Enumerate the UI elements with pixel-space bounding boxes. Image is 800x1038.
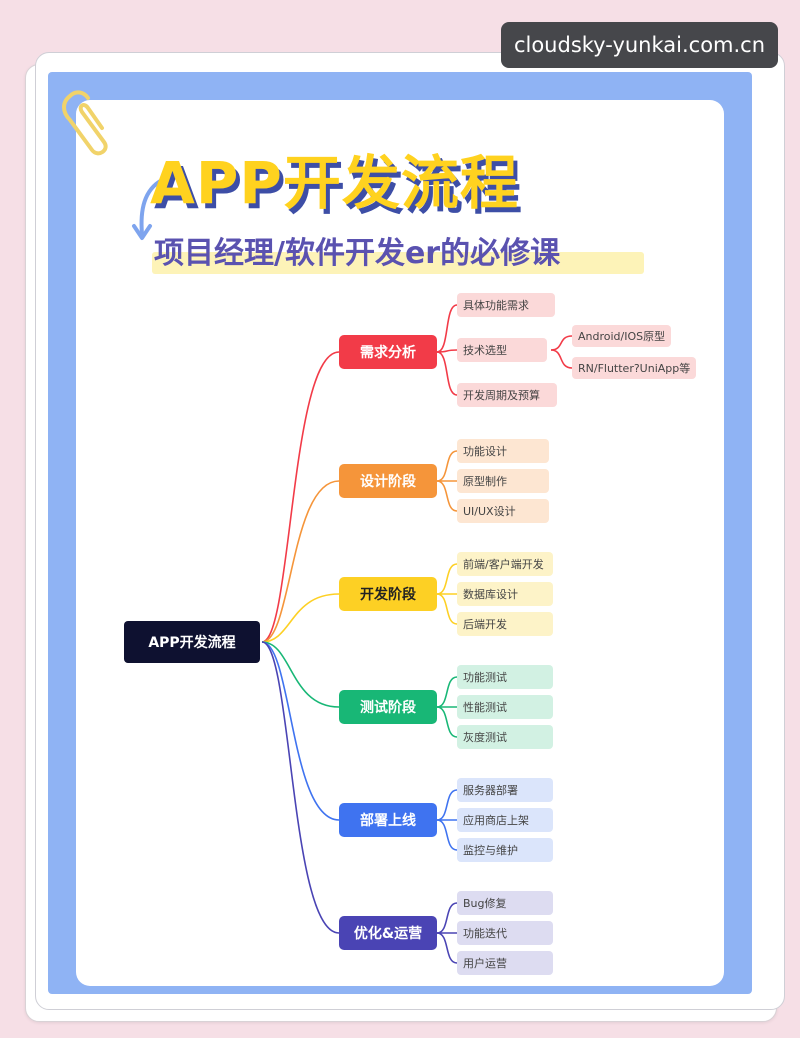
connector-line (261, 593, 340, 643)
leaf-development-1: 前端/客户端开发 (457, 552, 553, 576)
branch-design: 设计阶段 (339, 464, 437, 498)
watermark: cloudsky-yunkai.com.cn (501, 22, 778, 68)
leaf-deployment-2: 应用商店上架 (457, 808, 553, 832)
connector-line (436, 480, 458, 512)
leaf-development-2: 数据库设计 (457, 582, 553, 606)
leaf-testing-1: 功能测试 (457, 665, 553, 689)
leaf-operations-1: Bug修复 (457, 891, 553, 915)
branch-testing: 测试阶段 (339, 690, 437, 724)
connector-line (436, 450, 458, 482)
connector-line (436, 593, 458, 625)
connector-line (261, 641, 340, 821)
connector-line (550, 349, 573, 369)
curved-arrow-icon (132, 178, 164, 240)
connector-line (261, 641, 340, 708)
leaf-operations-3: 用户运营 (457, 951, 553, 975)
connector-line (261, 480, 340, 643)
tech-option-1: Android/IOS原型 (572, 325, 672, 347)
leaf-deployment-3: 监控与维护 (457, 838, 553, 862)
connector-line (550, 335, 573, 351)
branch-development: 开发阶段 (339, 577, 437, 611)
leaf-design-1: 功能设计 (457, 439, 549, 463)
connector-line (436, 706, 458, 738)
leaf-requirements-2: 技术选型 (457, 338, 547, 362)
connector-line (436, 676, 458, 708)
connector-line (261, 351, 340, 643)
leaf-operations-2: 功能迭代 (457, 921, 553, 945)
page-subtitle: 项目经理/软件开发er的必修课 (154, 236, 561, 271)
mindmap-root: APP开发流程 (124, 621, 260, 663)
leaf-requirements-3: 开发周期及预算 (457, 383, 557, 407)
subtitle-highlight (152, 252, 644, 274)
connector-line (436, 902, 458, 934)
leaf-testing-2: 性能测试 (457, 695, 553, 719)
branch-deployment: 部署上线 (339, 803, 437, 837)
leaf-deployment-1: 服务器部署 (457, 778, 553, 802)
connector-line (436, 789, 458, 821)
connector-line (261, 641, 340, 934)
connector-line (436, 351, 458, 396)
leaf-testing-3: 灰度测试 (457, 725, 553, 749)
connector-line (436, 819, 458, 851)
connector-line (436, 932, 458, 964)
content-panel (76, 100, 724, 986)
leaf-development-3: 后端开发 (457, 612, 553, 636)
leaf-requirements-1: 具体功能需求 (457, 293, 555, 317)
paperclip-icon (62, 90, 108, 156)
tech-option-2: RN/Flutter?UniApp等 (572, 357, 697, 379)
connector-line (436, 563, 458, 595)
branch-requirements: 需求分析 (339, 335, 437, 369)
page-title: APP开发流程 (150, 149, 519, 217)
leaf-design-3: UI/UX设计 (457, 499, 549, 523)
leaf-design-2: 原型制作 (457, 469, 549, 493)
branch-operations: 优化&运营 (339, 916, 437, 950)
connector-line (436, 304, 458, 353)
